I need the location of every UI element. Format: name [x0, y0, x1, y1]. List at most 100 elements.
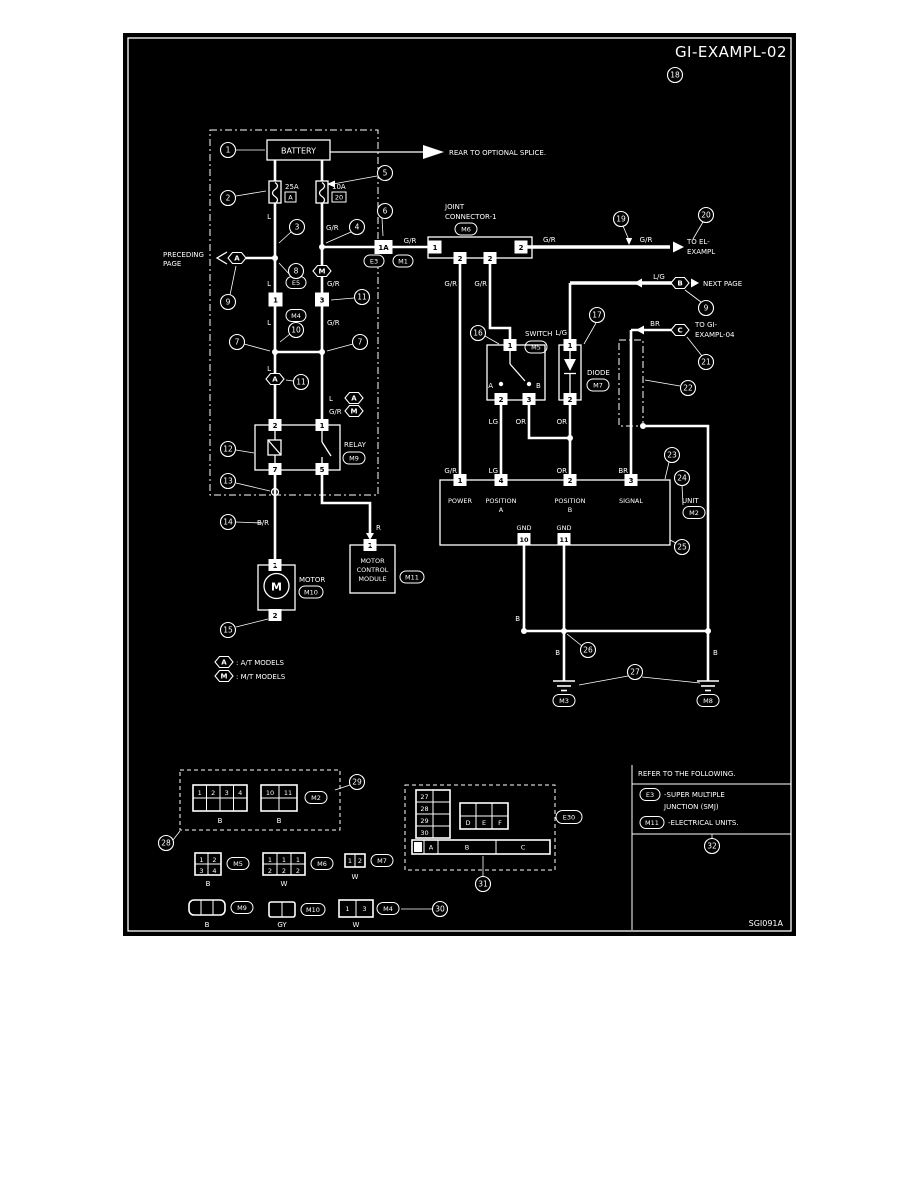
unit-terminal-2: 2	[563, 474, 577, 486]
svg-text:1: 1	[345, 905, 349, 913]
unit-position-b-letter: B	[568, 506, 572, 514]
svg-text:1: 1	[368, 542, 373, 550]
svg-text:M11: M11	[405, 574, 419, 582]
unit-terminal-10: 10	[517, 533, 531, 545]
svg-text:OR: OR	[557, 467, 568, 475]
svg-text:4: 4	[499, 477, 504, 485]
svg-text:7: 7	[235, 338, 240, 347]
svg-text:B: B	[218, 817, 223, 825]
switch-arm	[509, 363, 526, 382]
svg-text:M8: M8	[703, 697, 713, 705]
module-arrow-icon	[366, 533, 374, 540]
svg-text:5: 5	[320, 466, 325, 474]
page-title: GI-EXAMPL-02	[675, 43, 787, 61]
wire-labels: REAR TO OPTIONAL SPLICE. L G/R G/R G/R G…	[257, 149, 718, 657]
svg-text:2: 2	[568, 477, 573, 485]
svg-text:20: 20	[701, 211, 711, 220]
svg-text:A: A	[429, 844, 434, 852]
joint-terminal-bottom-1: 2	[453, 252, 467, 264]
svg-text:13: 13	[223, 477, 233, 486]
connector-code-m11: M11	[399, 570, 425, 584]
svg-text:G/R: G/R	[474, 280, 487, 288]
svg-text:16: 16	[473, 329, 483, 338]
svg-text:M3: M3	[559, 697, 569, 705]
svg-text:L: L	[267, 319, 271, 327]
joint-terminal-right: 2	[514, 240, 528, 254]
fuse-1-element	[271, 181, 279, 205]
to-gi-label-1: TO GI-	[694, 321, 717, 329]
svg-text:11: 11	[296, 378, 306, 387]
br-direction-arrow-icon	[636, 325, 644, 335]
legend-mt-models: : M/T MODELS	[236, 673, 286, 681]
wires	[246, 151, 710, 681]
wiring-diagram-panel: GI-EXAMPL-02 18	[123, 33, 796, 936]
svg-text:28: 28	[161, 839, 171, 848]
svg-text:M5: M5	[531, 344, 541, 352]
svg-text:1: 1	[508, 342, 513, 350]
to-gi-label-2: EXAMPL-04	[695, 331, 735, 339]
svg-text:M2: M2	[689, 509, 699, 517]
hex-a-stacked: A	[344, 391, 364, 405]
fuse-2-symbol	[315, 180, 329, 204]
unit-label: UNIT	[682, 497, 699, 505]
battery-relay-dashed-box	[209, 129, 379, 496]
svg-text:M9: M9	[237, 904, 247, 912]
inline-terminal-1: 1	[268, 292, 283, 307]
connector-code-e3: E3	[363, 254, 385, 268]
fuse-1-id: A	[288, 194, 293, 202]
motor-block: 1 M 2 MOTOR M10	[257, 559, 325, 621]
svg-text:E3: E3	[370, 258, 378, 266]
relay-contact	[321, 441, 332, 457]
svg-text:22: 22	[683, 384, 693, 393]
svg-text:M11: M11	[645, 819, 659, 827]
hex-a-preceding: A	[227, 251, 247, 265]
svg-text:D: D	[465, 819, 470, 827]
fuse-2-id: 20	[335, 194, 343, 202]
switch-label: SWITCH	[525, 330, 552, 338]
svg-text:L: L	[267, 213, 271, 221]
svg-text:M: M	[319, 268, 326, 276]
svg-text:10: 10	[519, 536, 529, 544]
svg-text:28: 28	[420, 805, 428, 813]
battery-label: BATTERY	[281, 147, 316, 156]
svg-text:3: 3	[295, 223, 300, 232]
svg-text:G/R: G/R	[329, 408, 342, 416]
svg-text:1A: 1A	[378, 244, 389, 252]
svg-text:G/R: G/R	[326, 224, 339, 232]
svg-text:E30: E30	[563, 814, 575, 822]
footer: REFER TO THE FOLLOWING. E3 -SUPER MULTIP…	[631, 765, 791, 930]
svg-text:B/R: B/R	[257, 519, 269, 527]
preceding-page-label-1: PRECEDING	[163, 251, 204, 259]
smj-label-2: JUNCTION (SMJ)	[663, 803, 719, 811]
joint-terminal-left: 1	[428, 240, 442, 254]
connector-views: 1 2 3 4 B 10 11 B M2 1 2 3 4 M5 B 1 1 1 …	[188, 784, 400, 929]
frame-border	[127, 37, 792, 932]
motor-symbol	[263, 572, 290, 600]
unit-position-a-label: POSITION	[486, 497, 517, 505]
svg-text:B: B	[713, 649, 718, 657]
figure-stamp: SGI091A	[749, 919, 784, 928]
svg-text:4: 4	[212, 867, 216, 875]
svg-text:1: 1	[273, 562, 278, 570]
connector-code-m6: M6	[454, 222, 478, 236]
svg-text:24: 24	[677, 474, 687, 483]
svg-text:1: 1	[226, 146, 231, 155]
refer-label: REFER TO THE FOLLOWING.	[638, 770, 736, 778]
hex-m-legend: M	[214, 669, 234, 683]
svg-text:10: 10	[291, 326, 301, 335]
module-label-3: MODULE	[358, 575, 386, 583]
svg-text:G/R: G/R	[543, 236, 556, 244]
relay-terminal-5: 5	[315, 463, 329, 475]
svg-text:8: 8	[294, 267, 299, 276]
svg-text:B: B	[515, 615, 520, 623]
hex-a-wire: A	[265, 372, 285, 386]
switch-terminal-1: 1	[503, 339, 517, 351]
svg-text:1: 1	[282, 856, 286, 864]
callout-18: 18	[666, 66, 684, 84]
diode-symbol	[564, 359, 576, 371]
joint-connector-box	[427, 236, 533, 259]
svg-text:2: 2	[268, 867, 272, 875]
svg-text:10: 10	[266, 789, 274, 797]
unit-gnd-label-1: GND	[517, 524, 532, 532]
